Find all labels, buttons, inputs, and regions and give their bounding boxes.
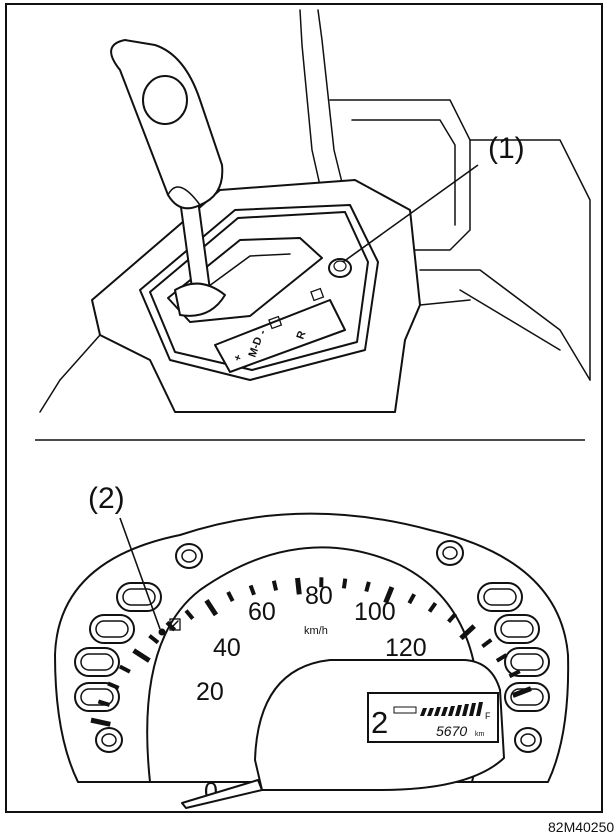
speedometer-tick bbox=[495, 653, 508, 663]
gate-label-dash: - bbox=[257, 328, 270, 336]
speed-unit-label: km/h bbox=[304, 625, 328, 637]
speed-label-100: 100 bbox=[354, 598, 396, 626]
indicator-lamp bbox=[158, 628, 166, 636]
speedometer-tick bbox=[118, 664, 131, 674]
leader-line-2 bbox=[119, 517, 161, 630]
lcd-gear: 2 bbox=[371, 705, 388, 740]
shift-button bbox=[328, 258, 352, 278]
speedometer-tick bbox=[341, 578, 348, 589]
speedometer-tick bbox=[90, 717, 111, 727]
speedometer-tick bbox=[511, 686, 532, 698]
shift-lever-illustration: R - M-D + bbox=[39, 9, 591, 413]
callout-label-2: (2) bbox=[88, 482, 125, 515]
instrument-cluster-illustration: 0 20 40 60 80 100 120 km/h 2 F bbox=[54, 512, 570, 809]
speed-label-60: 60 bbox=[248, 598, 276, 626]
speedometer-ticks bbox=[90, 577, 532, 727]
speedometer-tick bbox=[148, 634, 160, 645]
speedometer-tick bbox=[407, 593, 416, 605]
speed-label-80: 80 bbox=[305, 582, 333, 610]
speedometer-tick bbox=[97, 699, 111, 707]
speed-label-120: 120 bbox=[385, 634, 427, 662]
speedometer-tick bbox=[226, 591, 235, 602]
speedometer-needle bbox=[181, 779, 263, 809]
speed-label-20: 20 bbox=[196, 678, 224, 706]
speedometer-tick bbox=[248, 584, 256, 596]
speedometer-tick bbox=[204, 599, 219, 617]
speedometer-tick bbox=[295, 577, 302, 595]
speedometer-tick bbox=[107, 681, 120, 690]
speedometer-tick bbox=[447, 612, 458, 624]
indicator-lamp-icon bbox=[169, 618, 181, 631]
speedometer-tick bbox=[383, 586, 395, 604]
odometer-value: 5670 bbox=[436, 723, 467, 739]
speed-label-40: 40 bbox=[213, 634, 241, 662]
odometer-unit: km bbox=[475, 731, 485, 738]
speedometer-tick bbox=[132, 648, 151, 663]
speedometer-tick bbox=[271, 580, 279, 591]
shift-knob-top bbox=[142, 75, 188, 125]
lcd-display bbox=[367, 692, 499, 743]
gate-label-plus: + bbox=[232, 353, 245, 363]
figure-code: 82M40250 bbox=[548, 819, 614, 835]
speedometer-tick bbox=[459, 624, 476, 641]
fuel-bar-gauge bbox=[393, 702, 483, 716]
gate-label-r: R bbox=[295, 329, 309, 341]
speedometer-tick bbox=[481, 638, 493, 649]
speedometer-tick bbox=[508, 669, 521, 679]
callout-label-1: (1) bbox=[488, 132, 525, 165]
speedometer-tick bbox=[165, 620, 177, 632]
speedometer-tick bbox=[427, 601, 438, 613]
figure-frame bbox=[5, 3, 603, 813]
speedometer-tick bbox=[364, 581, 371, 592]
speedometer-tick bbox=[184, 609, 195, 620]
leader-line-1 bbox=[342, 164, 479, 263]
fuel-full-label: F bbox=[485, 711, 491, 721]
